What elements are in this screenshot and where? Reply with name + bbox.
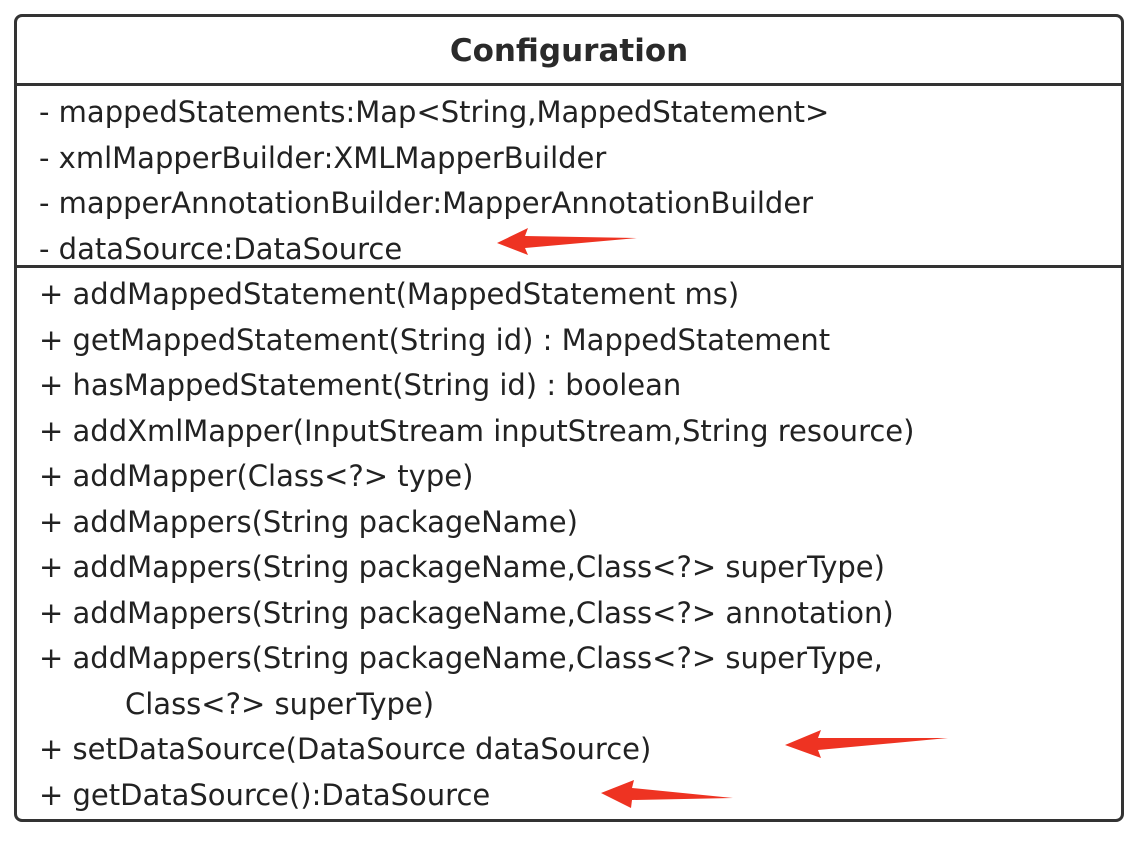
operation-add-mappers-supertype: + addMappers(String packageName,Class<?>… xyxy=(39,550,885,584)
operation-add-mapper: + addMapper(Class<?> type) xyxy=(39,459,474,493)
operation-add-xml-mapper: + addXmlMapper(InputStream inputStream,S… xyxy=(39,413,915,448)
operation-add-mappers-supertype-two-continued: Class<?> superType) xyxy=(125,686,435,721)
attribute-mapped-statements: - mappedStatements:Map<String,MappedStat… xyxy=(39,95,830,129)
operations-compartment: + addMappedStatement(MappedStatement ms)… xyxy=(17,268,1121,818)
operation-has-mapped-statement: + hasMappedStatement(String id) : boolea… xyxy=(39,368,682,402)
attribute-mapper-annotation-builder: - mapperAnnotationBuilder:MapperAnnotati… xyxy=(39,186,814,220)
operation-get-data-source: + getDataSource():DataSource xyxy=(39,777,491,812)
class-name: Configuration xyxy=(17,17,1121,86)
attributes-compartment: - mappedStatements:Map<String,MappedStat… xyxy=(17,86,1121,268)
operation-set-data-source: + setDataSource(DataSource dataSource) xyxy=(39,732,652,766)
operation-add-mappers-supertype-two: + addMappers(String packageName,Class<?>… xyxy=(39,641,883,675)
operation-add-mappers-annotation: + addMappers(String packageName,Class<?>… xyxy=(39,595,894,630)
attribute-data-source: - dataSource:DataSource xyxy=(39,231,403,266)
uml-class-box: Configuration - mappedStatements:Map<Str… xyxy=(14,14,1124,822)
operation-add-mapped-statement: + addMappedStatement(MappedStatement ms) xyxy=(39,277,740,311)
operation-get-mapped-statement: + getMappedStatement(String id) : Mapped… xyxy=(39,322,831,357)
attribute-xml-mapper-builder: - xmlMapperBuilder:XMLMapperBuilder xyxy=(39,140,607,175)
operation-add-mappers-package: + addMappers(String packageName) xyxy=(39,504,578,539)
